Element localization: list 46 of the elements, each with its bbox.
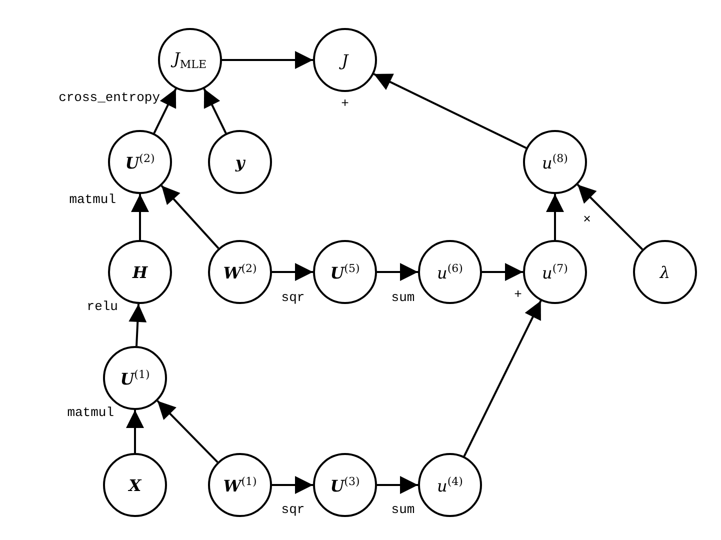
variable-label: y	[235, 152, 245, 172]
operation-label: +	[514, 287, 522, 303]
arrow	[272, 476, 313, 494]
operation-label: cross_entropy	[58, 90, 160, 106]
arrow	[377, 476, 418, 494]
arrow	[576, 184, 644, 250]
arrow	[463, 300, 542, 457]
operation-label: sum	[391, 502, 415, 518]
variable-label: W$^{(1)}$	[223, 474, 257, 496]
variable-label: u$^{(4)}$	[437, 474, 463, 496]
operation-label: sum	[391, 290, 415, 306]
variable-label: H	[132, 262, 148, 282]
arrow	[156, 400, 218, 463]
variable-label: W$^{(2)}$	[223, 262, 257, 282]
variable-label: λ	[660, 262, 670, 282]
arrow	[160, 185, 220, 249]
variable-label: J	[342, 50, 348, 70]
variable-label: U$^{(1)}$	[120, 368, 150, 388]
variable-label: u$^{(6)}$	[437, 262, 463, 282]
operation-label: relu	[86, 299, 118, 315]
variable-label: u$^{(7)}$	[542, 262, 568, 282]
arrow	[153, 88, 177, 134]
arrow	[546, 194, 564, 240]
arrow	[373, 73, 527, 149]
operation-label: sqr	[281, 290, 305, 306]
arrow	[126, 410, 144, 453]
variable-label: U$^{(3)}$	[330, 474, 360, 496]
arrow	[482, 263, 523, 281]
variable-label: X	[128, 476, 142, 494]
variable-label: U$^{(5)}$	[330, 262, 360, 282]
operation-label: matmul	[67, 405, 114, 421]
variable-label: u$^{(8)}$	[542, 152, 568, 172]
node-circle	[523, 130, 587, 194]
variable-label: U$^{(2)}$	[125, 152, 155, 172]
operation-label: matmul	[69, 192, 116, 208]
arrow	[203, 88, 227, 134]
operation-label: sqr	[281, 502, 305, 518]
arrow	[272, 263, 313, 281]
node-circle	[108, 130, 172, 194]
variable-label: J$_{MLE}$	[173, 48, 207, 72]
arrow	[131, 194, 149, 240]
arrow	[222, 51, 313, 69]
operation-label: +	[341, 96, 349, 112]
arrow	[128, 304, 147, 346]
arrow	[377, 263, 418, 281]
operation-label: ×	[583, 212, 591, 228]
